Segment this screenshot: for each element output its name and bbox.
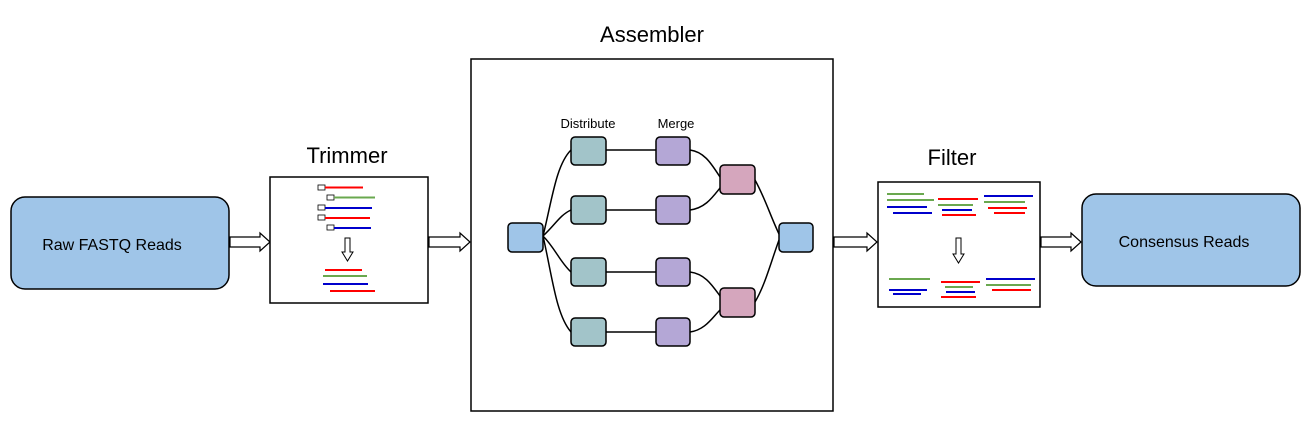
entry-node	[507, 222, 544, 253]
merge-node	[655, 257, 691, 287]
distribute-node	[570, 317, 607, 347]
distribute-node	[570, 257, 607, 287]
merge-node	[655, 317, 691, 347]
arrow-assembler-to-filter	[833, 231, 878, 253]
combine-node	[719, 287, 756, 318]
distribute-node	[570, 195, 607, 225]
merge-node	[655, 136, 691, 166]
merge-node	[655, 195, 691, 225]
consensus-reads-label: Consensus Reads	[1119, 234, 1250, 251]
trimmer-reads-after	[323, 269, 375, 292]
arrow-input-to-trimmer	[229, 231, 271, 253]
trimmer-down-arrow-icon	[341, 237, 354, 262]
filter-reads-after	[889, 278, 1035, 298]
filter-reads-before	[887, 193, 1033, 216]
arrow-filter-to-output	[1040, 231, 1082, 253]
consensus-reads-box	[1081, 193, 1301, 287]
trimmer-reads-before	[317, 184, 375, 231]
distribute-node	[570, 136, 607, 166]
exit-node	[778, 222, 814, 253]
filter-down-arrow-icon	[952, 237, 965, 264]
filter-title: Filter	[928, 145, 977, 170]
combine-node	[719, 164, 756, 195]
raw-fastq-reads-label: Raw FASTQ Reads	[42, 237, 182, 254]
assembler-title: Assembler	[600, 22, 704, 47]
merge-label: Merge	[658, 116, 695, 131]
trimmer-title: Trimmer	[306, 143, 387, 168]
raw-fastq-reads-box	[10, 196, 230, 290]
distribute-label: Distribute	[561, 116, 616, 131]
arrow-trimmer-to-assembler	[428, 231, 471, 253]
assembler-edges	[542, 149, 780, 333]
